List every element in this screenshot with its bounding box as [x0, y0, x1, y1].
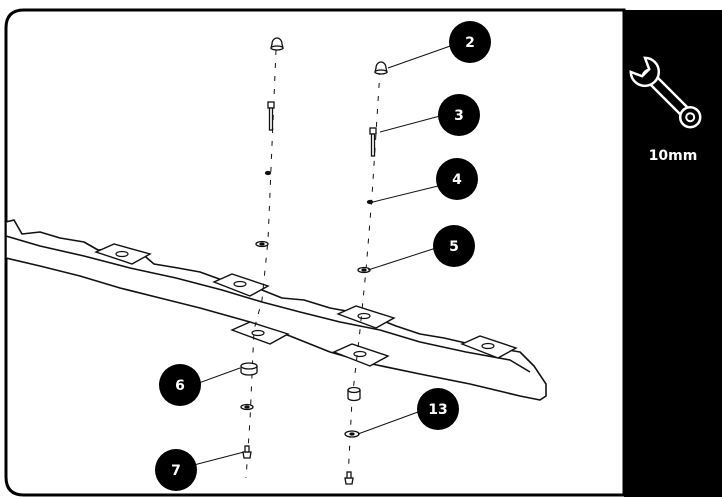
- left-hardware-stack: [240, 37, 284, 459]
- tool-size-label: 10mm: [649, 148, 698, 164]
- callout-2: 2: [449, 21, 491, 63]
- svg-text:5: 5: [449, 239, 459, 255]
- svg-text:3: 3: [454, 108, 464, 124]
- callout-leaders: [189, 43, 457, 467]
- line-art: [6, 37, 547, 485]
- assembly-axes: [245, 49, 381, 479]
- callout-13: 13: [417, 388, 459, 430]
- right-hardware-stack: [344, 61, 388, 485]
- svg-text:13: 13: [428, 402, 447, 418]
- bracket-tabs: [94, 243, 518, 367]
- svg-text:2: 2: [465, 35, 475, 51]
- svg-text:6: 6: [175, 378, 185, 394]
- svg-text:7: 7: [171, 463, 181, 479]
- svg-text:4: 4: [452, 172, 462, 188]
- callout-6: 6: [159, 364, 201, 406]
- callout-5: 5: [433, 225, 475, 267]
- wrench-icon: [629, 56, 702, 129]
- callout-3: 3: [438, 94, 480, 136]
- callout-7: 7: [155, 449, 197, 491]
- callout-4: 4: [436, 158, 478, 200]
